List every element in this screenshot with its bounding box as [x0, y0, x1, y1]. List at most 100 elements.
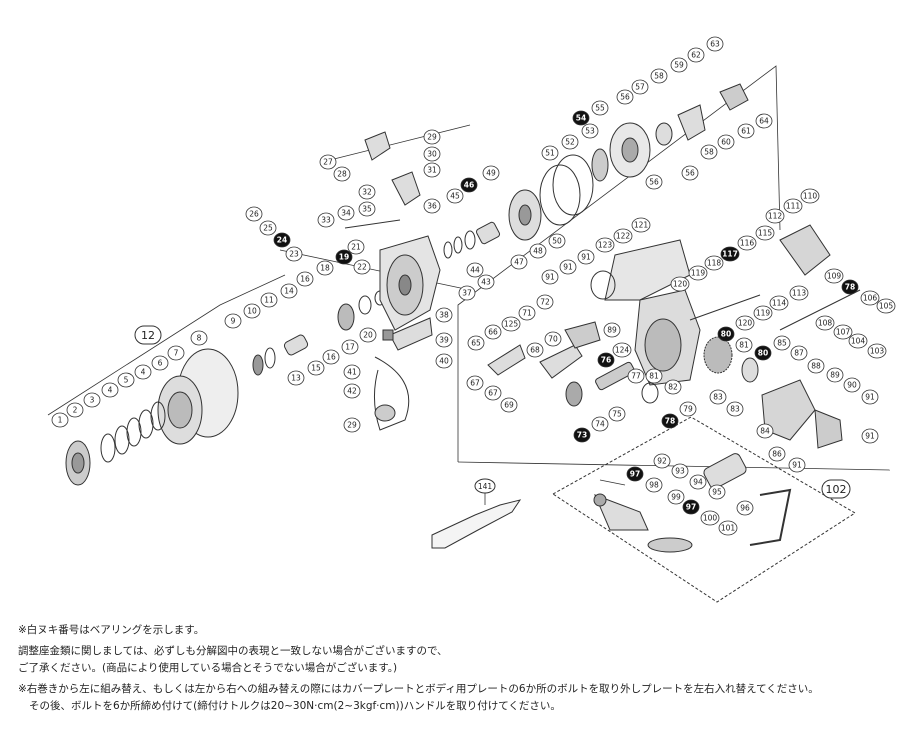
callout-number: 48: [533, 247, 543, 256]
callout-number: 110: [803, 192, 818, 201]
part-callout: 41: [343, 364, 361, 380]
callout-bubble: [833, 324, 853, 340]
callout-bubble: [735, 315, 755, 331]
part-callout: 49: [482, 165, 500, 181]
callout-bubble: [645, 477, 663, 493]
callout-bubble: [458, 285, 476, 301]
callout-bubble: [667, 489, 685, 505]
callout-number: 1: [58, 416, 63, 425]
callout-number: 51: [545, 149, 555, 158]
part-callout: 43: [477, 274, 495, 290]
spool: [157, 348, 239, 445]
callout-bubble: [518, 305, 536, 321]
callout-number: 29: [347, 421, 357, 430]
callout-bubble: [807, 358, 825, 374]
callout-bubble: [627, 368, 645, 384]
part-callout: 91: [541, 269, 559, 285]
callout-number: 67: [470, 379, 480, 388]
rotor-nut-group: [443, 122, 651, 259]
part-callout: 56: [645, 174, 663, 190]
callout-bubble: [706, 36, 724, 52]
callout-number: 78: [845, 283, 855, 292]
part-callout: 122: [613, 228, 633, 244]
callout-number: 13: [291, 374, 301, 383]
callout-number: 16: [300, 275, 310, 284]
part-callout: 119: [753, 305, 773, 321]
callout-number: 16: [326, 353, 336, 362]
callout-number: 122: [616, 232, 631, 241]
part-callout: 47: [510, 254, 528, 270]
callout-bubble: [595, 237, 615, 253]
part-callout: 86: [768, 446, 786, 462]
callout-number: 44: [470, 266, 480, 275]
part-callout: 56: [681, 165, 699, 181]
callout-number: 101: [721, 524, 736, 533]
callout-bubble: [679, 401, 697, 417]
callout-number: 92: [657, 457, 667, 466]
part-callout: 83: [709, 389, 727, 405]
part-callout: 24: [273, 232, 291, 248]
part-callout: 27: [319, 154, 337, 170]
part-callout: 80: [754, 345, 772, 361]
part-callout: 83: [726, 401, 744, 417]
part-callout: 73: [573, 427, 591, 443]
part-callout: 16: [322, 349, 340, 365]
callout-bubble: [645, 174, 663, 190]
assembly-102-label: 102: [821, 479, 851, 499]
part-callout: 16: [296, 271, 314, 287]
callout-number: 56: [649, 178, 659, 187]
callout-bubble: [316, 260, 334, 276]
callout-bubble: [423, 198, 441, 214]
bearing-callout-bubble: [335, 249, 353, 265]
part-callout: 40: [435, 353, 453, 369]
callout-number: 29: [427, 133, 437, 142]
callout-number: 5: [124, 376, 129, 385]
part-callout: 59: [670, 57, 688, 73]
part-callout: 72: [536, 294, 554, 310]
callout-number: 107: [836, 328, 851, 337]
part-callout: 92: [653, 453, 671, 469]
callout-bubble: [681, 165, 699, 181]
callout-bubble: [735, 337, 753, 353]
part-callout: 67: [484, 385, 502, 401]
callout-number: 82: [668, 383, 678, 392]
callout-number: 83: [730, 405, 740, 414]
callout-bubble: [337, 205, 355, 221]
callout-bubble: [860, 290, 880, 306]
handle-assembly-box: [552, 416, 856, 603]
callout-number: 45: [450, 192, 460, 201]
callout-number: 105: [879, 302, 894, 311]
drag-stack: [65, 401, 166, 486]
callout-number: 74: [595, 420, 605, 429]
callout-bubble: [670, 57, 688, 73]
part-callout: 28: [333, 166, 351, 182]
callout-bubble: [287, 370, 305, 386]
callout-bubble: [548, 233, 566, 249]
callout-number: 28: [337, 170, 347, 179]
callout-bubble: [151, 355, 169, 371]
part-callout: 50: [548, 233, 566, 249]
callout-bubble: [343, 417, 361, 433]
callout-bubble: [608, 406, 626, 422]
callout-bubble: [322, 349, 340, 365]
callout-number: 3: [90, 396, 95, 405]
callout-number: 37: [462, 289, 472, 298]
callout-bubble: [245, 206, 263, 222]
part-callout: 78: [841, 279, 859, 295]
callout-bubble: [51, 412, 69, 428]
callout-bubble: [484, 385, 502, 401]
part-callout: 21: [347, 239, 365, 255]
part-callout: 52: [561, 134, 579, 150]
callout-bubble: [544, 331, 562, 347]
callout-bubble: [581, 123, 599, 139]
callout-bubble: [260, 292, 278, 308]
part-callout: 14: [280, 283, 298, 299]
part-callout: 45: [446, 188, 464, 204]
callout-bubble: [259, 220, 277, 236]
callout-bubble: [435, 307, 453, 323]
callout-bubble: [536, 294, 554, 310]
callout-bubble: [876, 298, 896, 314]
part-callout: 97: [682, 499, 700, 515]
callout-bubble: [477, 274, 495, 290]
callout-number: 100: [703, 514, 718, 523]
